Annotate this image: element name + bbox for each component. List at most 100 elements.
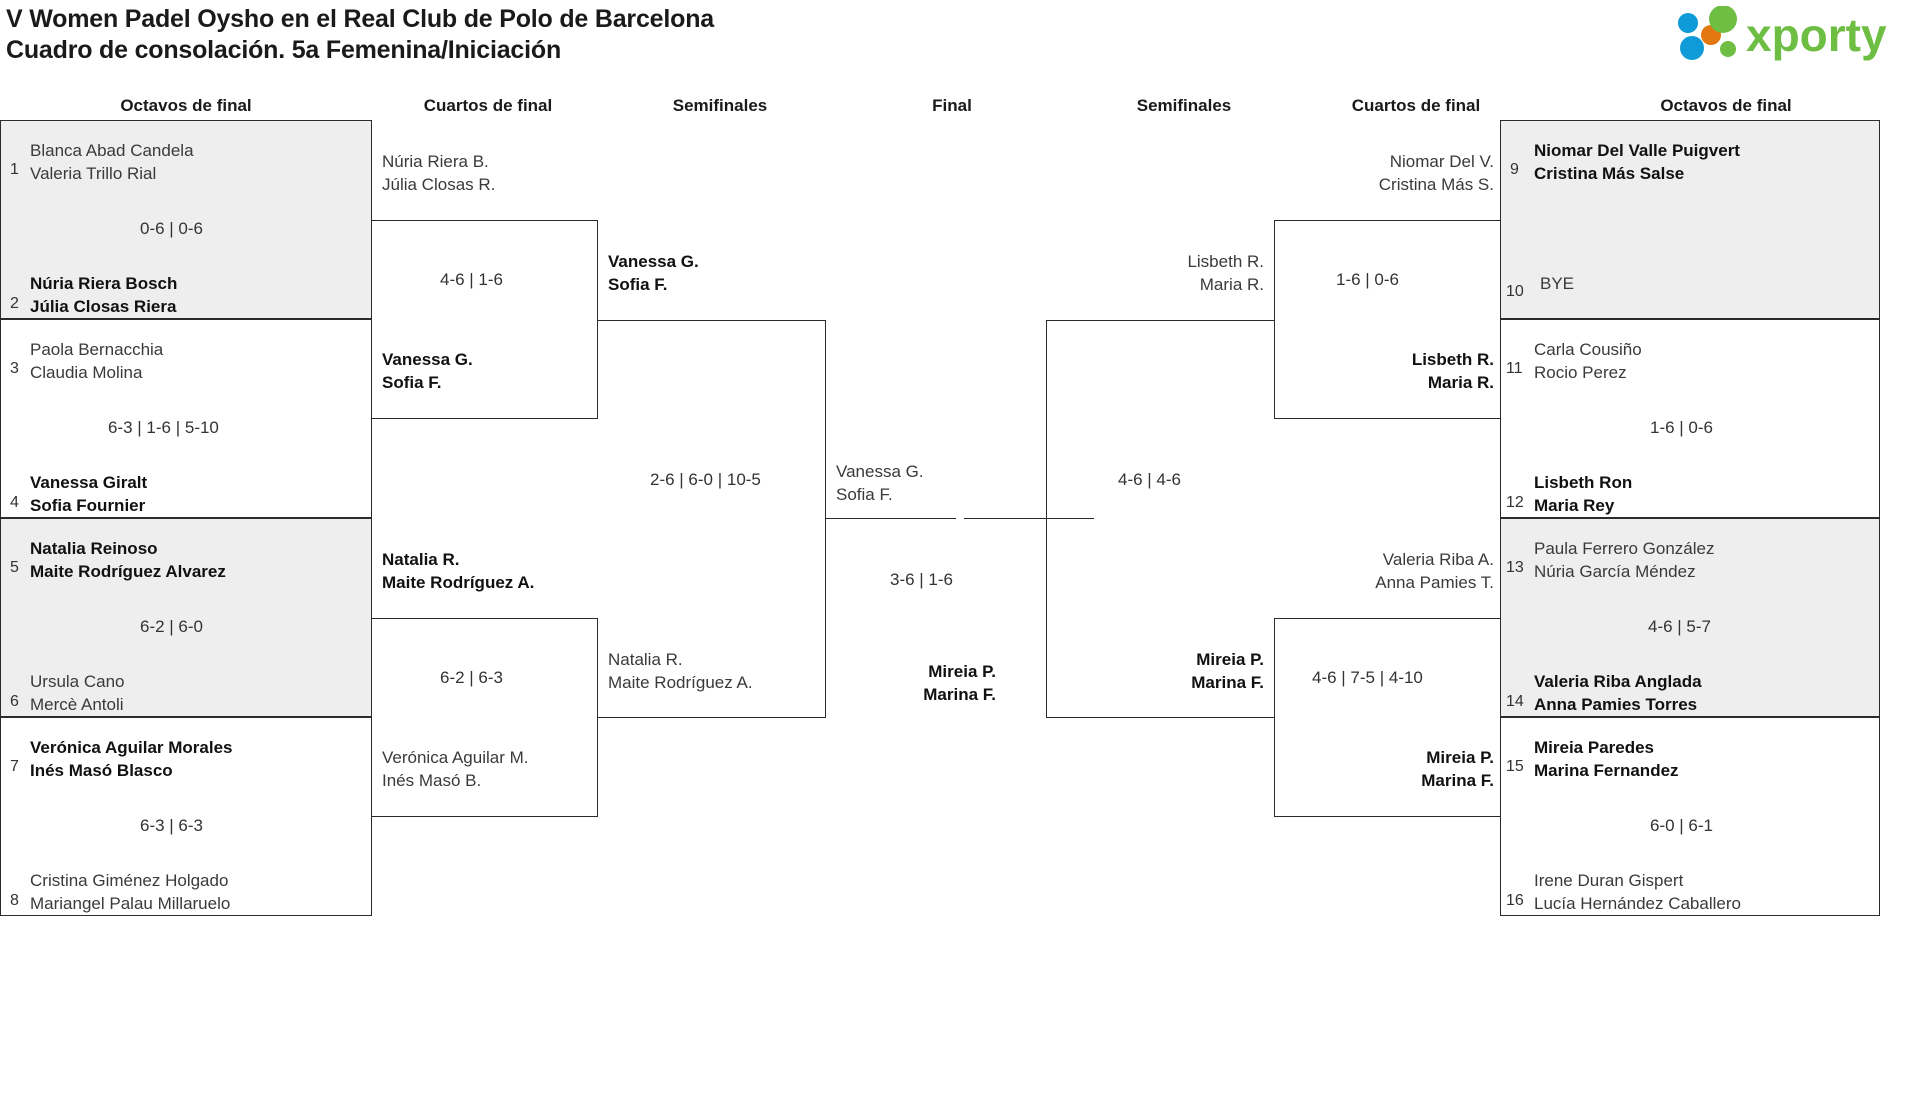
match-score: 6-0 | 6-1 bbox=[1650, 816, 1714, 835]
match-score: 2-6 | 6-0 | 10-5 bbox=[650, 470, 761, 489]
player-pair: Mireia P. Marina F. bbox=[836, 660, 996, 706]
player-name: Maria R. bbox=[1199, 275, 1264, 294]
match-score: 1-6 | 0-6 bbox=[1650, 418, 1714, 437]
seed-number: 8 bbox=[10, 892, 19, 909]
round-header-right-semis: Semifinales bbox=[1136, 96, 1232, 115]
match-box-left-r16-2[interactable] bbox=[0, 319, 372, 518]
xporty-logo[interactable]: xporty bbox=[1666, 6, 1906, 62]
match-score: 6-3 | 6-3 bbox=[140, 816, 204, 835]
connector-right-qf-2 bbox=[1274, 618, 1500, 817]
player-name: Claudia Molina bbox=[30, 363, 143, 382]
match-box-left-r16-4[interactable] bbox=[0, 717, 372, 916]
player-pair: Paola Bernacchia Claudia Molina bbox=[30, 338, 163, 384]
connector-left-qf-2 bbox=[372, 618, 598, 817]
player-name: Marina F. bbox=[1421, 771, 1494, 790]
player-name: Cristina Más S. bbox=[1378, 175, 1494, 194]
player-name: Mireia P. bbox=[1196, 650, 1264, 669]
match-score: 1-6 | 0-6 bbox=[1336, 270, 1400, 289]
player-name: Rocio Perez bbox=[1534, 363, 1627, 382]
match-box-right-r16-1[interactable] bbox=[1500, 120, 1880, 319]
player-name: Maria R. bbox=[1427, 373, 1494, 392]
player-pair: Núria Riera Bosch Júlia Closas Riera bbox=[30, 272, 177, 318]
player-name: Niomar Del V. bbox=[1389, 152, 1494, 171]
seed-number: 9 bbox=[1510, 161, 1519, 178]
player-pair: Mireia P. Marina F. bbox=[1044, 648, 1264, 694]
svg-text:xporty: xporty bbox=[1746, 9, 1887, 61]
match-score: 4-6 | 1-6 bbox=[440, 270, 504, 289]
match-score: 6-2 | 6-0 bbox=[140, 617, 204, 636]
seed-number: 16 bbox=[1506, 892, 1524, 909]
player-name: Sofia F. bbox=[608, 275, 668, 294]
player-pair: Mireia Paredes Marina Fernandez bbox=[1534, 736, 1679, 782]
seed-number: 3 bbox=[10, 360, 19, 377]
match-score: 3-6 | 1-6 bbox=[890, 570, 954, 589]
player-pair: Vanessa G. Sofia F. bbox=[608, 250, 699, 296]
player-pair: BYE bbox=[1540, 272, 1574, 295]
player-pair: Vanessa G. Sofia F. bbox=[836, 460, 924, 506]
match-box-right-r16-3[interactable] bbox=[1500, 518, 1880, 717]
player-name: Sofia F. bbox=[382, 373, 442, 392]
seed-number: 1 bbox=[10, 161, 19, 178]
round-header-final: Final bbox=[932, 96, 972, 115]
player-name: Anna Pamies Torres bbox=[1534, 695, 1698, 714]
player-pair: Lisbeth R. Maria R. bbox=[1044, 250, 1264, 296]
player-name: Mireia P. bbox=[1426, 748, 1494, 767]
player-name: Mireia Paredes bbox=[1534, 738, 1655, 757]
player-name: Lisbeth R. bbox=[1187, 252, 1264, 271]
title-line-1: V Women Padel Oysho en el Real Club de P… bbox=[6, 5, 714, 33]
seed-number: 12 bbox=[1506, 494, 1524, 511]
connector-left-qf-1 bbox=[372, 220, 598, 419]
player-name: Natalia R. bbox=[382, 550, 460, 569]
round-header-left-semis: Semifinales bbox=[672, 96, 768, 115]
player-name: Niomar Del Valle Puigvert bbox=[1534, 141, 1740, 160]
round-header-right-octavos: Octavos de final bbox=[1660, 96, 1792, 115]
player-name: Vanessa Giralt bbox=[30, 473, 148, 492]
player-pair: Mireia P. Marina F. bbox=[1274, 746, 1494, 792]
match-box-left-r16-3[interactable] bbox=[0, 518, 372, 717]
match-score: 4-6 | 5-7 bbox=[1648, 617, 1712, 636]
player-name: Irene Duran Gispert bbox=[1534, 871, 1684, 890]
player-pair: Vanessa Giralt Sofia Fournier bbox=[30, 471, 147, 517]
player-name: Maite Rodríguez Alvarez bbox=[30, 562, 226, 581]
player-name: Marina Fernandez bbox=[1534, 761, 1679, 780]
player-name: Ursula Cano bbox=[30, 672, 125, 691]
player-name: Sofia Fournier bbox=[30, 496, 146, 515]
player-name: Verónica Aguilar Morales bbox=[30, 738, 233, 757]
player-pair: Blanca Abad Candela Valeria Trillo Rial bbox=[30, 139, 194, 185]
player-name: Marina F. bbox=[923, 685, 996, 704]
seed-number: 11 bbox=[1506, 360, 1523, 377]
player-name: Blanca Abad Candela bbox=[30, 141, 194, 160]
match-score: 4-6 | 7-5 | 4-10 bbox=[1312, 668, 1423, 687]
player-name: Inés Masó Blasco bbox=[30, 761, 173, 780]
round-header-left-octavos: Octavos de final bbox=[120, 96, 252, 115]
connector-left-sf bbox=[598, 320, 826, 718]
seed-number: 7 bbox=[10, 758, 19, 775]
player-name: Sofia F. bbox=[836, 485, 893, 504]
player-pair: Núria Riera B. Júlia Closas R. bbox=[382, 150, 495, 196]
player-pair: Vanessa G. Sofia F. bbox=[382, 348, 473, 394]
seed-number: 6 bbox=[10, 693, 19, 710]
player-name: Verónica Aguilar M. bbox=[382, 748, 529, 767]
player-name: Vanessa G. bbox=[836, 462, 924, 481]
match-box-left-r16-1[interactable] bbox=[0, 120, 372, 319]
match-box-right-r16-4[interactable] bbox=[1500, 717, 1880, 916]
player-pair: Verónica Aguilar Morales Inés Masó Blasc… bbox=[30, 736, 233, 782]
player-name: Valeria Riba A. bbox=[1382, 550, 1494, 569]
round-header-left-cuartos: Cuartos de final bbox=[423, 96, 553, 115]
player-name: Lucía Hernández Caballero bbox=[1534, 894, 1741, 913]
player-name: Anna Pamies T. bbox=[1375, 573, 1494, 592]
match-box-right-r16-2[interactable] bbox=[1500, 319, 1880, 518]
player-name: Lisbeth Ron bbox=[1534, 473, 1633, 492]
player-pair: Niomar Del V. Cristina Más S. bbox=[1274, 150, 1494, 196]
player-name: Júlia Closas R. bbox=[382, 175, 496, 194]
seed-number: 4 bbox=[10, 494, 19, 511]
player-name: Núria Riera Bosch bbox=[30, 274, 178, 293]
seed-number: 2 bbox=[10, 295, 19, 312]
player-name: BYE bbox=[1540, 274, 1575, 293]
player-name: Núria García Méndez bbox=[1534, 562, 1696, 581]
player-name: Maite Rodríguez A. bbox=[382, 573, 535, 592]
connector-right-sf bbox=[1046, 320, 1274, 718]
connector-right-qf-1 bbox=[1274, 220, 1500, 419]
player-pair: Niomar Del Valle Puigvert Cristina Más S… bbox=[1534, 139, 1740, 185]
match-score: 6-2 | 6-3 bbox=[440, 668, 504, 687]
